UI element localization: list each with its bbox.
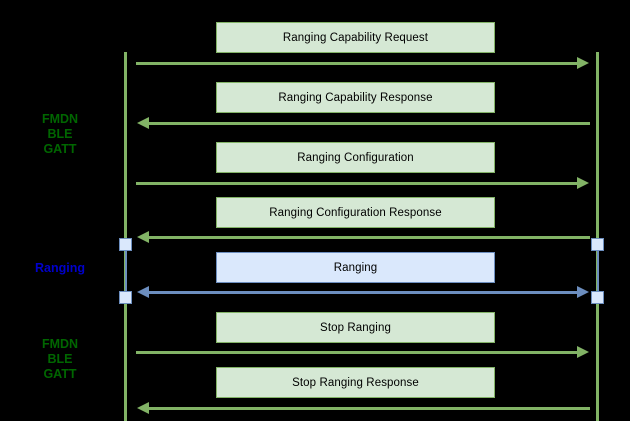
message-label: Ranging Configuration [297, 151, 414, 164]
arrow-head-left [137, 117, 149, 129]
arrow-head-right [577, 286, 589, 298]
message-arrow-stop-ranging [136, 346, 589, 358]
message-label: Stop Ranging Response [292, 376, 419, 389]
arrow-head-left [137, 402, 149, 414]
message-label: Ranging Capability Request [282, 31, 429, 44]
phase-label-line: Ranging [35, 261, 85, 275]
arrow-head-right [577, 346, 589, 358]
message-arrow-ranging-capability-response [137, 117, 590, 129]
left-activation-bar [124, 244, 127, 298]
right-activation-node-start [591, 238, 604, 251]
message-label: Ranging Capability Response [278, 91, 433, 104]
left-lifeline [124, 52, 127, 421]
arrow-head-right [577, 177, 589, 189]
message-box-ranging-capability-response[interactable]: Ranging Capability Response [216, 82, 495, 113]
message-arrow-ranging-configuration [136, 177, 589, 189]
message-label: Ranging Configuration Response [269, 206, 442, 219]
message-box-ranging-capability-request[interactable]: Ranging Capability Request [216, 22, 495, 53]
phase-label-fmdn-top: FMDN BLE GATT [20, 112, 100, 157]
arrow-shaft [148, 236, 590, 239]
message-arrow-ranging-capability-request [136, 57, 589, 69]
phase-label-line: BLE [47, 352, 73, 366]
phase-label-line: BLE [47, 127, 73, 141]
phase-label-line: GATT [43, 142, 77, 156]
message-arrow-ranging-bidirectional [137, 286, 589, 298]
message-box-ranging[interactable]: Ranging [216, 252, 495, 283]
phase-label-line: FMDN [41, 112, 79, 126]
right-activation-bar [596, 244, 599, 298]
arrow-shaft [136, 351, 578, 354]
right-activation-node-end [591, 291, 604, 304]
arrow-shaft [136, 62, 578, 65]
arrow-shaft [148, 291, 578, 294]
phase-label-ranging: Ranging [20, 261, 100, 276]
message-box-stop-ranging-response[interactable]: Stop Ranging Response [216, 367, 495, 398]
message-arrow-stop-ranging-response [137, 402, 590, 414]
left-activation-node-start [119, 238, 132, 251]
right-lifeline [596, 52, 599, 421]
arrow-head-left [137, 231, 149, 243]
phase-label-fmdn-bottom: FMDN BLE GATT [20, 337, 100, 382]
phase-label-line: FMDN [41, 337, 79, 351]
message-arrow-ranging-configuration-response [137, 231, 590, 243]
message-box-ranging-configuration[interactable]: Ranging Configuration [216, 142, 495, 173]
left-activation-node-end [119, 291, 132, 304]
message-box-stop-ranging[interactable]: Stop Ranging [216, 312, 495, 343]
message-label: Ranging [333, 261, 378, 274]
arrow-shaft [148, 122, 590, 125]
arrow-head-right [577, 57, 589, 69]
arrow-shaft [136, 182, 578, 185]
phase-label-line: GATT [43, 367, 77, 381]
arrow-shaft [148, 407, 590, 410]
message-label: Stop Ranging [320, 321, 391, 334]
arrow-head-left [137, 286, 149, 298]
message-box-ranging-configuration-response[interactable]: Ranging Configuration Response [216, 197, 495, 228]
